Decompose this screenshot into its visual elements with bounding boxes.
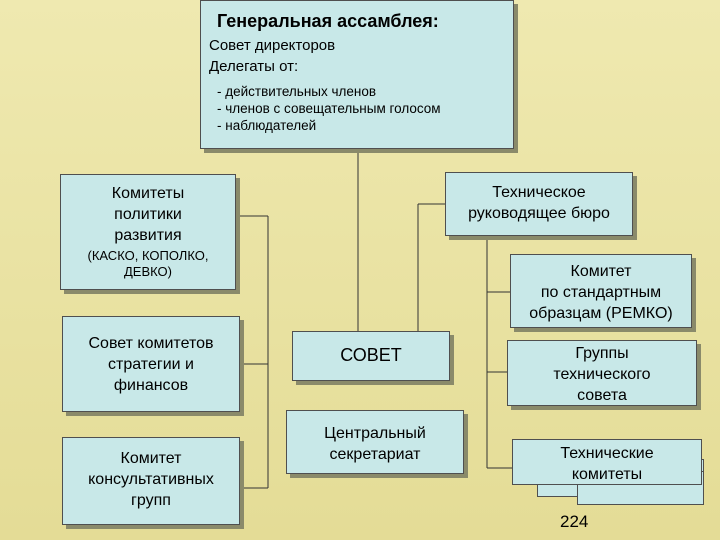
- page-number: 224: [560, 512, 589, 531]
- policy-committees-line3: развития: [114, 227, 182, 244]
- policy-committees-line2: политики: [114, 206, 182, 223]
- remko-line2: по стандартным: [540, 284, 662, 301]
- tech-committees-line2: комитеты: [571, 466, 643, 483]
- secretariat-line2: секретариат: [329, 446, 421, 463]
- central-secretariat-box: Центральный секретариат: [286, 410, 464, 474]
- tech-groups-line2: технического: [553, 366, 651, 383]
- remko-line3: образцам (РЕМКО): [529, 305, 673, 322]
- tech-bureau-line2: руководящее бюро: [468, 205, 610, 222]
- policy-committees-box: Комитеты политики развития (КАСКО, КОПОЛ…: [60, 174, 236, 290]
- general-assembly-box: Генеральная ассамблея: Совет директоров …: [200, 0, 514, 149]
- policy-committees-names: (КАСКО, КОПОЛКО, ДЕВКО): [61, 248, 235, 280]
- tech-groups-line1: Группы: [575, 345, 629, 362]
- delegates-list-item: - действительных членов: [217, 84, 377, 99]
- board-of-directors-text: Совет директоров: [209, 37, 336, 54]
- advisory-groups-committee-box: Комитет консультативных групп: [62, 437, 240, 525]
- technical-committees-box: Технические комитеты: [512, 439, 702, 485]
- remko-line1: Комитет: [570, 263, 632, 280]
- strategy-council-line1: Совет комитетов: [88, 335, 214, 352]
- policy-committees-sub2: ДЕВКО): [123, 264, 172, 279]
- tech-committees-line1: Технические: [560, 445, 654, 462]
- advisory-committee-line3: групп: [131, 492, 171, 509]
- general-assembly-title: Генеральная ассамблея:: [217, 11, 439, 31]
- delegates-list: - действительных членов - членов с совещ…: [217, 83, 513, 134]
- remko-committee-box: Комитет по стандартным образцам (РЕМКО): [510, 254, 692, 328]
- technical-management-bureau-box: Техническое руководящее бюро: [445, 172, 633, 236]
- strategy-finance-council-box: Совет комитетов стратегии и финансов: [62, 316, 240, 412]
- council-box: СОВЕТ: [292, 331, 450, 381]
- policy-committees-line1: Комитеты: [111, 185, 185, 202]
- strategy-council-line3: финансов: [113, 377, 189, 394]
- delegates-list-item: - наблюдателей: [217, 118, 317, 133]
- advisory-committee-line1: Комитет: [120, 450, 182, 467]
- advisory-committee-line2: консультативных: [88, 471, 214, 488]
- tech-groups-line3: совета: [577, 387, 627, 404]
- technical-council-groups-box: Группы технического совета: [507, 340, 697, 406]
- tech-bureau-line1: Техническое: [492, 184, 586, 201]
- strategy-council-line2: стратегии и: [108, 356, 194, 373]
- delegates-list-item: - членов с совещательным голосом: [217, 101, 441, 116]
- policy-committees-sub1: (КАСКО, КОПОЛКО,: [87, 248, 209, 263]
- council-label: СОВЕТ: [340, 345, 402, 365]
- secretariat-line1: Центральный: [324, 425, 426, 442]
- delegates-text: Делегаты от:: [209, 58, 299, 75]
